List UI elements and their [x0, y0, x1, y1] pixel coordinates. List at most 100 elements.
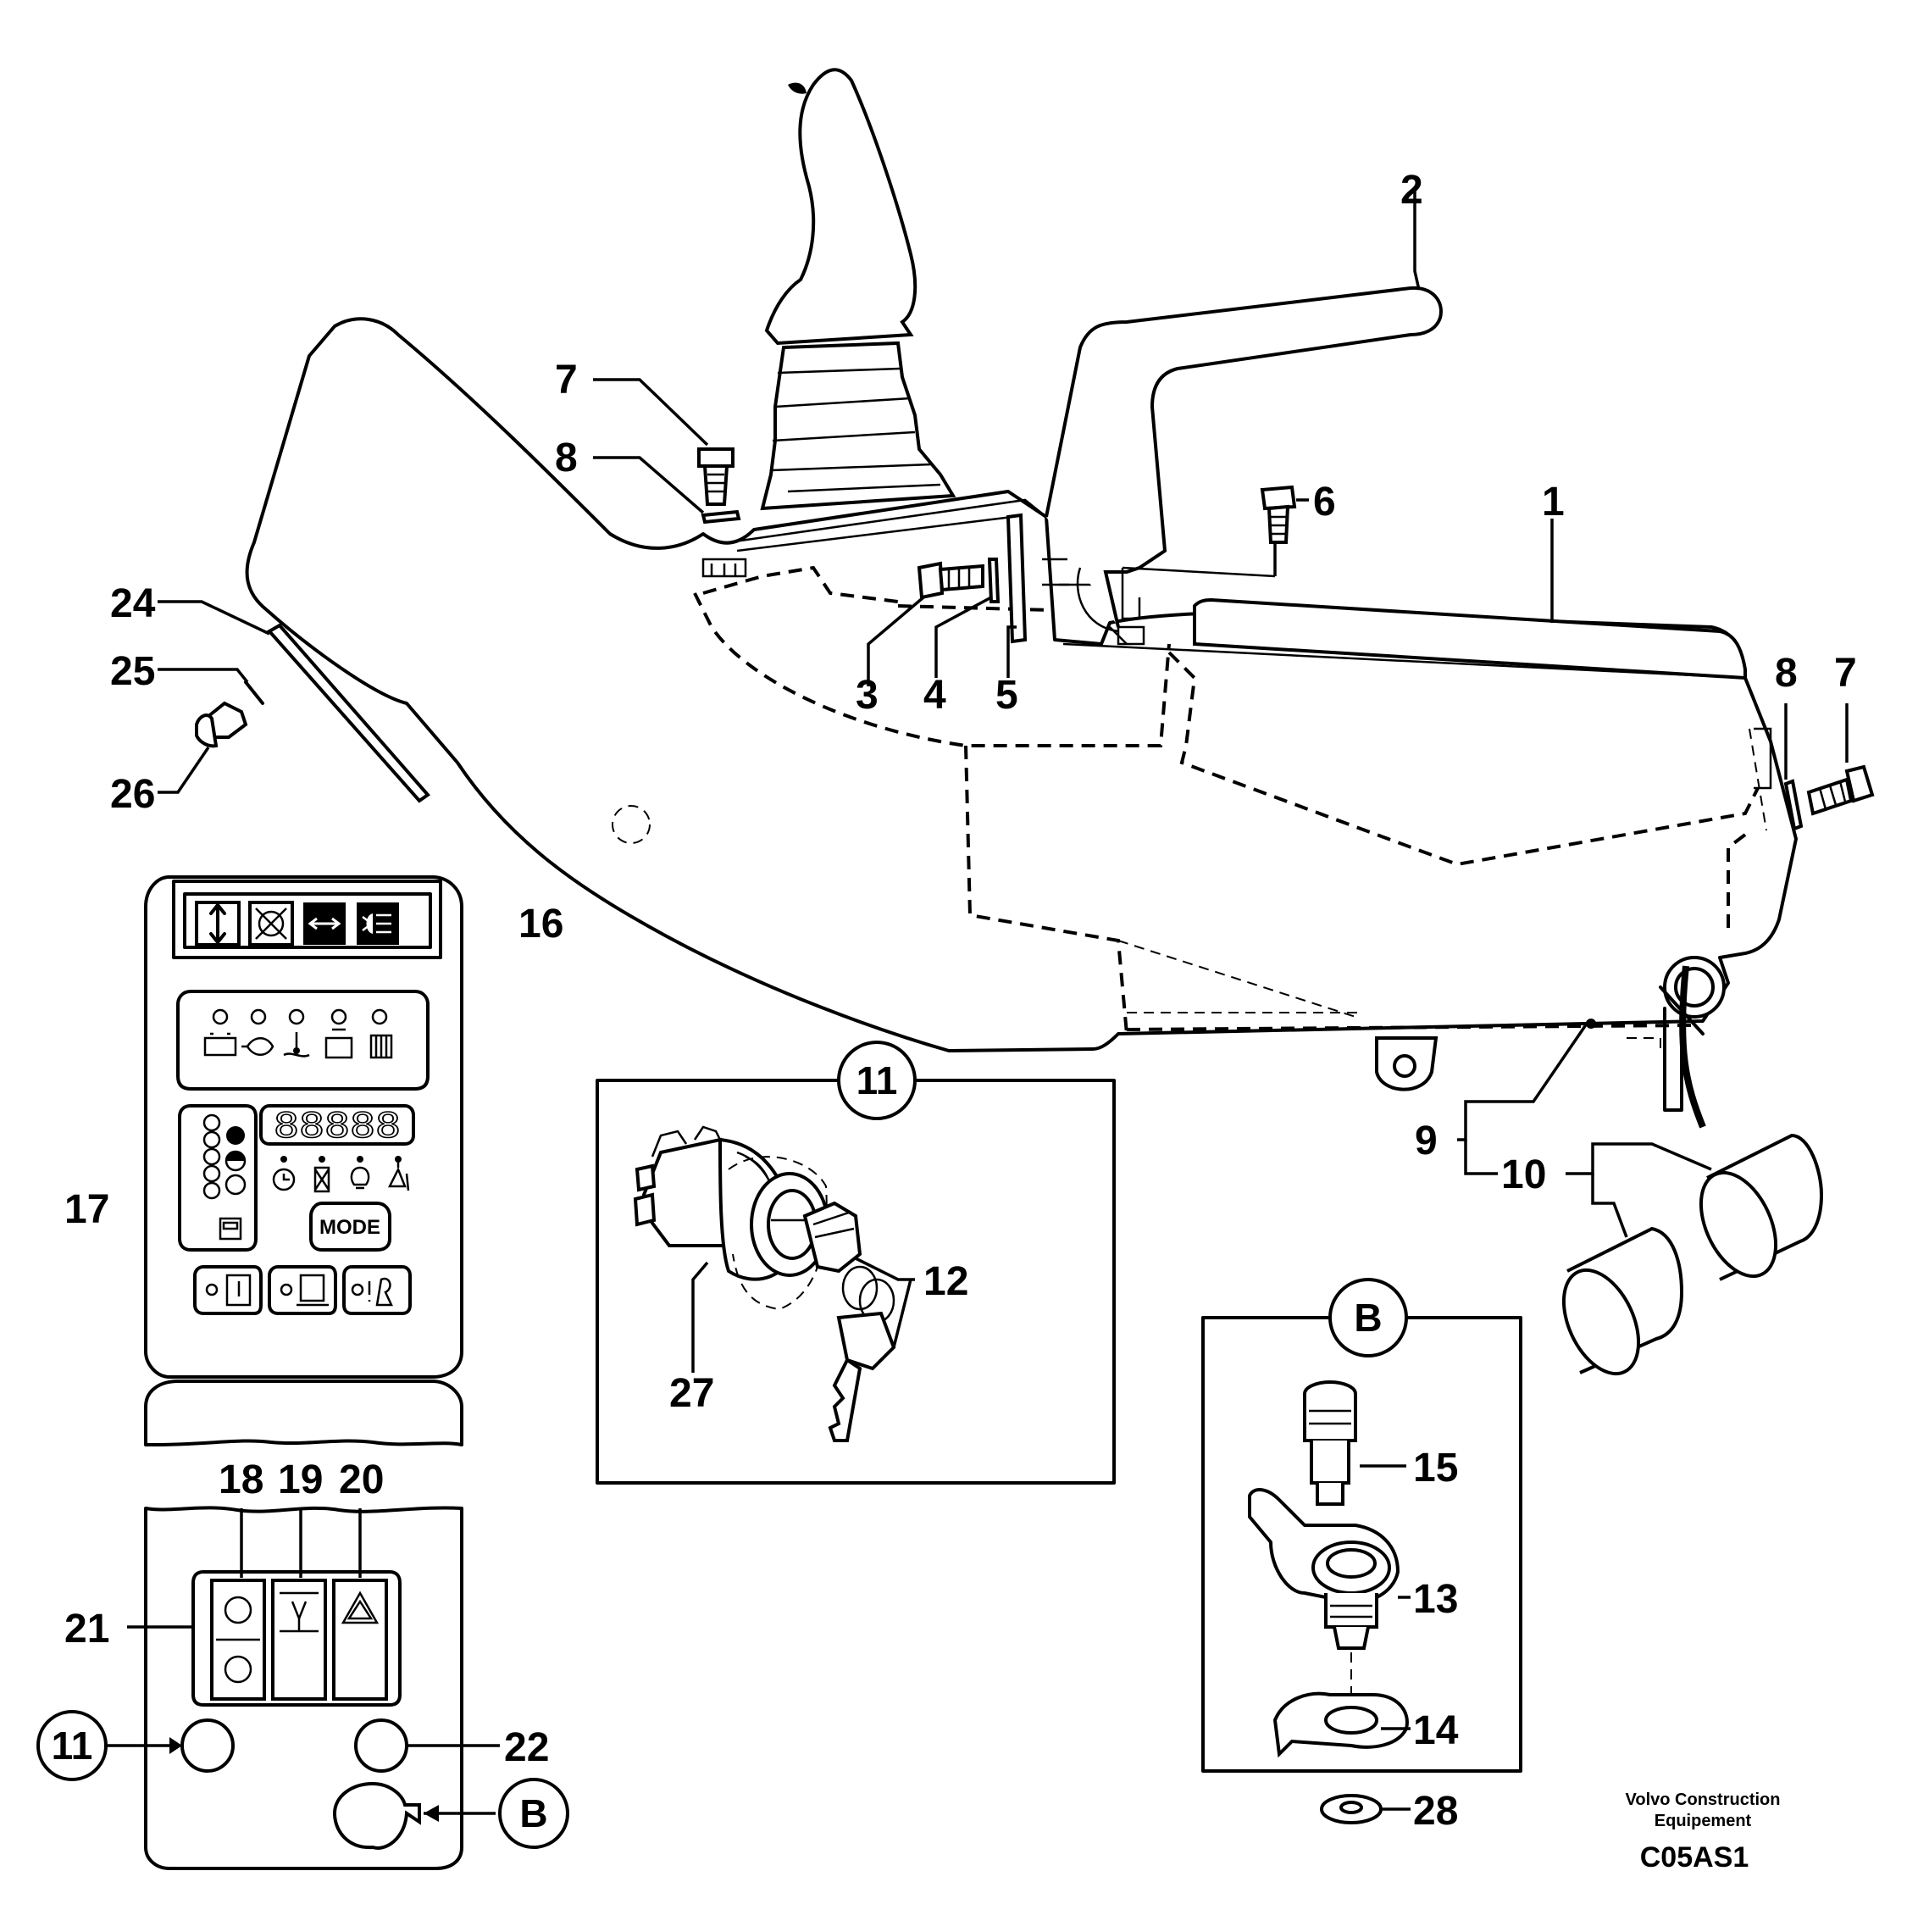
function-indicators — [280, 1156, 402, 1163]
callout-18: 18 — [219, 1457, 263, 1502]
callout-17: 17 — [64, 1187, 109, 1232]
internal-structure-hidden — [693, 592, 1760, 1035]
bolt-7b — [1806, 764, 1875, 816]
footer: Volvo Construction Equipement C05AS1 — [1626, 1790, 1781, 1874]
callout-7b: 7 — [1834, 651, 1857, 696]
callout-4: 4 — [923, 673, 946, 718]
lever-2 — [1045, 286, 1443, 628]
callout-22: 22 — [504, 1725, 549, 1770]
ignition-key — [802, 1201, 896, 1442]
switch-hazard[interactable] — [271, 1579, 327, 1701]
bolt-6 — [1260, 485, 1297, 544]
lock-socket-b[interactable] — [332, 1781, 421, 1850]
callout-6: 6 — [1313, 480, 1336, 525]
brand-line-2: Equipement — [1655, 1812, 1752, 1830]
service-icon — [387, 1161, 410, 1191]
fuel-pump-icon — [219, 1217, 242, 1241]
alarm-button[interactable] — [342, 1265, 412, 1315]
armrest-pad — [1193, 597, 1747, 680]
coolant-temp-icon — [283, 1032, 310, 1058]
callout-28: 28 — [1413, 1789, 1458, 1834]
brand-line-1: Volvo Construction — [1626, 1790, 1781, 1809]
callout-25: 25 — [110, 649, 155, 694]
callout-20: 20 — [339, 1457, 384, 1502]
strip-5 — [1006, 513, 1028, 644]
hidden-fastener — [612, 805, 651, 844]
callout-15: 15 — [1413, 1446, 1458, 1491]
bushing-10b — [1561, 1226, 1684, 1376]
console-housing — [245, 317, 1798, 1052]
ignition-switch-socket[interactable] — [180, 1718, 235, 1773]
callout-3: 3 — [856, 673, 879, 718]
callout-26: 26 — [110, 772, 155, 817]
warning-lamps — [212, 1008, 388, 1025]
bulb-icon — [350, 1166, 370, 1190]
oil-pressure-icon — [241, 1037, 274, 1056]
callout-21: 21 — [64, 1607, 109, 1652]
callout-numbers: 1 2 3 4 5 6 7 8 8 7 9 10 12 27 15 13 14 … — [64, 168, 1857, 1834]
engine-icon — [324, 1028, 353, 1059]
lock-cylinder-15 — [1303, 1380, 1357, 1506]
lock-detail-label: B — [1354, 1296, 1382, 1340]
callout-8b: 8 — [1775, 651, 1798, 696]
joystick-boot — [760, 341, 956, 511]
washer-4 — [987, 558, 1001, 603]
battery-icon — [203, 1032, 237, 1057]
callout-2: 2 — [1400, 168, 1423, 213]
callout-14: 14 — [1413, 1708, 1459, 1753]
aux-socket-22[interactable] — [354, 1718, 408, 1773]
fuel-gauge-leds — [202, 1113, 247, 1200]
switch-icon-arrows — [303, 902, 346, 945]
callout-10: 10 — [1501, 1152, 1546, 1197]
lock-detail — [1201, 1278, 1522, 1824]
washer-28 — [1320, 1794, 1383, 1824]
switch-panel — [91, 1506, 500, 1870]
washer-8b — [1783, 779, 1804, 831]
ignition-detail — [596, 1041, 1116, 1485]
display-panel: 88888 MODE — [144, 875, 463, 1447]
bolt-3 — [917, 561, 984, 600]
callout-12: 12 — [923, 1259, 968, 1304]
clock-icon — [272, 1168, 296, 1191]
callout-16: 16 — [518, 902, 563, 947]
preheat-button[interactable] — [193, 1265, 263, 1315]
callout-19: 19 — [278, 1457, 323, 1502]
callout-5: 5 — [995, 673, 1018, 718]
switch-parking-brake[interactable] — [210, 1579, 266, 1701]
callout-9: 9 — [1415, 1119, 1438, 1163]
lock-ref-label: B — [519, 1791, 547, 1835]
lock-plate-14 — [1272, 1691, 1409, 1758]
bolt-7a — [697, 447, 734, 506]
bushing-10a — [1699, 1133, 1824, 1281]
switch-icon-wiper — [248, 901, 294, 947]
screw-26 — [195, 701, 248, 748]
bolt-6-bracket — [1117, 566, 1276, 646]
ignition-body — [633, 1125, 829, 1311]
hourglass-icon — [313, 1166, 330, 1193]
joystick-button — [788, 82, 807, 94]
callout-7a: 7 — [555, 358, 578, 402]
callout-8a: 8 — [555, 436, 578, 480]
trim-strip-24 — [266, 623, 430, 803]
detail-references: 11 B 11 B — [36, 1058, 1383, 1849]
callout-27: 27 — [669, 1371, 714, 1416]
callout-24: 24 — [110, 581, 156, 626]
ignition-ref-label: 11 — [52, 1724, 93, 1768]
fuel-pump-button[interactable] — [268, 1265, 337, 1315]
leader-lines — [158, 191, 1849, 1238]
segment-display: 88888 — [274, 1107, 401, 1146]
washer-8a — [701, 509, 741, 525]
drawing-code: C05AS1 — [1640, 1841, 1749, 1874]
washer-25 — [244, 680, 264, 705]
callout-1: 1 — [1542, 480, 1565, 525]
air-filter-icon — [369, 1034, 393, 1059]
console-assembly — [195, 68, 1875, 1376]
lock-cam-13 — [1248, 1488, 1400, 1650]
joystick-grip — [764, 68, 917, 346]
switch-warning[interactable] — [332, 1579, 388, 1701]
ignition-detail-label: 11 — [856, 1058, 898, 1102]
callout-13: 13 — [1413, 1577, 1458, 1622]
switch-icon-updown — [195, 901, 241, 947]
mode-button[interactable]: MODE — [319, 1216, 380, 1239]
